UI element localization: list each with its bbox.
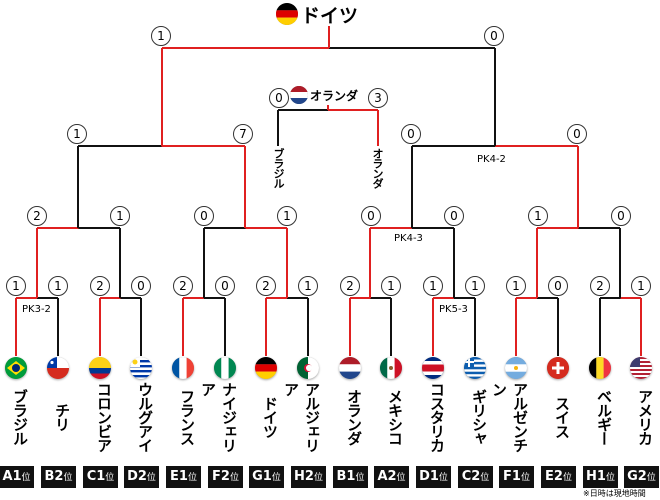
netherlands-flag-icon — [339, 357, 361, 379]
belgium-flag-icon — [589, 357, 611, 379]
third-place-right-score: 3 — [368, 88, 388, 108]
france-flag-icon — [172, 357, 194, 379]
mexico-flag-icon — [380, 357, 402, 379]
qf1-right-score: 1 — [110, 206, 130, 226]
germany-flag-icon — [255, 357, 277, 379]
qf3-pk: PK4-3 — [393, 233, 424, 245]
sf2-bottom-score: 0 — [567, 124, 587, 144]
sf2-top-score: 0 — [401, 124, 421, 144]
team-name-g1: ドイツ — [261, 396, 279, 438]
seed-b2: B2位 — [41, 466, 76, 488]
champion-header: ドイツ — [276, 2, 359, 27]
team-name-b2: チリ — [53, 403, 71, 431]
uruguay-flag-icon — [130, 357, 152, 379]
third-place-name: オランダ — [310, 88, 359, 103]
seed-a2: A2位 — [374, 466, 409, 488]
third-place-header: オランダ — [290, 86, 358, 104]
team-name-d2: ウルグアイ — [136, 382, 154, 452]
r16-7-right-score: 0 — [548, 276, 568, 296]
argentina-flag-icon — [505, 357, 527, 379]
team-name-a1: ブラジル — [11, 389, 29, 445]
team-name-e1: フランス — [178, 389, 196, 445]
seed-a1: A1位 — [0, 466, 34, 488]
chile-flag-icon — [47, 357, 69, 379]
third-place-right-team: オランダ — [371, 148, 384, 188]
seed-b1: B1位 — [333, 466, 368, 488]
qf2-right-score: 1 — [277, 206, 297, 226]
third-place-left-team: ブラジル — [272, 148, 285, 188]
seed-h1: H1位 — [583, 466, 618, 488]
team-name-c2: ギリシャ — [470, 389, 488, 445]
team-name-d1: コスタリカ — [428, 382, 446, 452]
qf3-right-score: 0 — [444, 206, 464, 226]
qf4-left-score: 1 — [528, 206, 548, 226]
nigeria-flag-icon — [214, 357, 236, 379]
final-left-score: 1 — [151, 26, 171, 46]
r16-8-left-score: 2 — [590, 276, 610, 296]
qf2-left-score: 0 — [194, 206, 214, 226]
seed-d1: D1位 — [416, 466, 451, 488]
qf1-left-score: 2 — [27, 206, 47, 226]
seed-c1: C1位 — [83, 466, 118, 488]
sf1-bottom-score: 7 — [233, 124, 253, 144]
qf4-right-score: 0 — [611, 206, 631, 226]
footnote: ※日時は現地時間 — [583, 489, 646, 498]
third-place-flag-icon — [290, 86, 308, 104]
r16-3-right-score: 0 — [215, 276, 235, 296]
r16-2-right-score: 0 — [131, 276, 151, 296]
switzerland-flag-icon — [547, 357, 569, 379]
team-name-e2: スイス — [553, 396, 571, 438]
seed-h2: H2位 — [291, 466, 326, 488]
team-name-a2: メキシコ — [386, 389, 404, 445]
qf3-left-score: 0 — [361, 206, 381, 226]
team-name-f1: アルゼンチン — [490, 382, 529, 452]
seed-g2: G2位 — [624, 466, 659, 488]
r16-6-pk: PK5-3 — [438, 304, 469, 316]
third-place-left-score: 0 — [269, 88, 289, 108]
seed-e2: E2位 — [541, 466, 576, 488]
r16-5-right-score: 1 — [381, 276, 401, 296]
r16-1-left-score: 1 — [6, 276, 26, 296]
team-name-b1: オランダ — [345, 389, 363, 445]
r16-7-left-score: 1 — [506, 276, 526, 296]
r16-4-right-score: 1 — [298, 276, 318, 296]
r16-1-right-score: 1 — [48, 276, 68, 296]
r16-4-left-score: 2 — [256, 276, 276, 296]
team-name-f2: ナイジェリア — [199, 382, 238, 452]
seed-g1: G1位 — [249, 466, 284, 488]
r16-3-left-score: 2 — [173, 276, 193, 296]
sf2-pk: PK4-2 — [476, 154, 507, 166]
team-name-g2: アメリカ — [636, 389, 654, 445]
champion-name: ドイツ — [301, 4, 359, 27]
brazil-flag-icon — [5, 357, 27, 379]
team-name-h2: アルジェリア — [282, 382, 321, 452]
colombia-flag-icon — [89, 357, 111, 379]
r16-1-pk: PK3-2 — [21, 304, 52, 316]
r16-2-left-score: 2 — [90, 276, 110, 296]
seed-f2: F2位 — [208, 466, 243, 488]
r16-6-right-score: 1 — [465, 276, 485, 296]
r16-6-left-score: 1 — [423, 276, 443, 296]
seed-c2: C2位 — [458, 466, 493, 488]
champion-flag-icon — [276, 3, 298, 25]
seed-e1: E1位 — [166, 466, 201, 488]
seed-f1: F1位 — [499, 466, 534, 488]
final-right-score: 0 — [484, 26, 504, 46]
seed-d2: D2位 — [124, 466, 159, 488]
r16-8-right-score: 1 — [631, 276, 651, 296]
algeria-flag-icon — [297, 357, 319, 379]
r16-5-left-score: 2 — [340, 276, 360, 296]
costa-rica-flag-icon — [422, 357, 444, 379]
usa-flag-icon — [630, 357, 652, 379]
greece-flag-icon — [464, 357, 486, 379]
team-name-h1: ベルギー — [595, 389, 613, 445]
team-name-c1: コロンビア — [95, 382, 113, 452]
sf1-top-score: 1 — [67, 124, 87, 144]
